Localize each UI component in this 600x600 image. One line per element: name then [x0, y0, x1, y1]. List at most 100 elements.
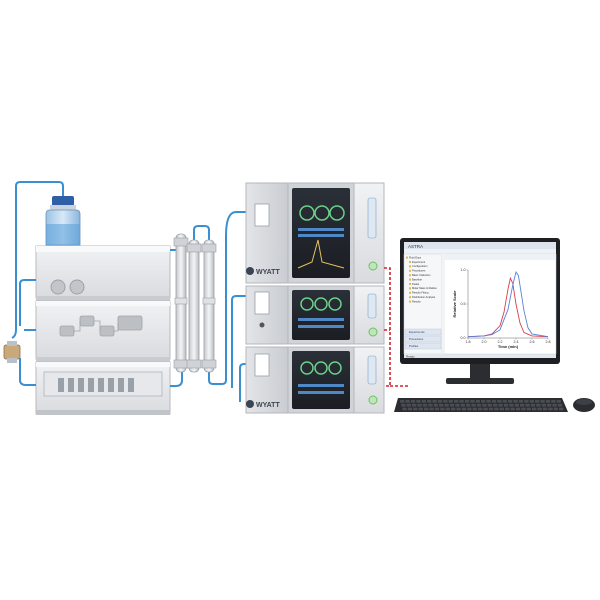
key — [422, 403, 428, 407]
tree-item[interactable]: Configuration — [412, 264, 428, 268]
key — [451, 407, 456, 411]
folder-icon — [409, 300, 411, 303]
key — [418, 407, 423, 411]
pump-head-icon — [69, 279, 85, 295]
key — [559, 407, 564, 411]
keyboard[interactable] — [394, 398, 568, 412]
tree-item[interactable]: Peaks — [412, 282, 420, 286]
power-led-icon — [368, 261, 378, 271]
brand-label: WYATT — [256, 402, 280, 409]
key — [406, 403, 411, 407]
nav-button[interactable] — [404, 335, 442, 343]
key — [405, 400, 410, 403]
flow-schematic-icon — [59, 315, 143, 337]
key — [518, 400, 524, 403]
key — [487, 403, 492, 407]
key — [488, 407, 494, 411]
key — [466, 403, 471, 407]
key — [545, 400, 551, 403]
tree-item[interactable]: Molar Mass & Radius — [412, 286, 437, 290]
detector-touchscreen[interactable] — [292, 188, 350, 278]
plot-tab-bar[interactable] — [444, 254, 556, 260]
nav-button[interactable] — [404, 342, 442, 350]
inlet-port — [254, 203, 270, 227]
mouse[interactable] — [573, 398, 595, 412]
key — [508, 400, 513, 403]
key — [429, 407, 434, 411]
key — [482, 403, 487, 407]
key — [459, 400, 464, 403]
key — [491, 400, 497, 403]
key — [467, 407, 472, 411]
injector-valve — [3, 341, 21, 363]
key — [481, 400, 486, 403]
detector-stack: WYATT — [245, 182, 385, 414]
key — [476, 403, 482, 407]
monitor-stand — [446, 378, 514, 384]
folder-icon — [409, 274, 411, 277]
key — [445, 407, 450, 411]
key — [461, 407, 467, 411]
keyboard-keys — [400, 400, 564, 411]
tree-item[interactable]: Experiment — [412, 260, 425, 264]
key — [509, 403, 514, 407]
key — [434, 407, 440, 411]
key — [532, 407, 537, 411]
fluid-tubing — [11, 181, 254, 402]
key — [402, 407, 407, 411]
detector-touchscreen[interactable] — [292, 351, 350, 409]
key — [513, 400, 518, 403]
key — [455, 403, 460, 407]
folder-icon — [409, 265, 411, 268]
key — [437, 400, 443, 403]
key — [401, 403, 406, 407]
tree-item[interactable]: Results Fitting — [412, 291, 429, 295]
key — [540, 400, 545, 403]
key — [494, 407, 499, 411]
key — [548, 407, 553, 411]
key — [493, 403, 498, 407]
solvent-bottle — [45, 196, 81, 246]
key — [440, 407, 445, 411]
column — [201, 239, 217, 373]
key — [407, 407, 413, 411]
key — [412, 403, 417, 407]
key — [454, 400, 459, 403]
nav-button[interactable] — [404, 328, 442, 336]
key — [521, 407, 526, 411]
sample-tray-icon — [58, 378, 134, 392]
key — [421, 400, 426, 403]
x-tick-label: 1.8 — [466, 340, 471, 344]
key — [483, 407, 488, 411]
key — [557, 403, 563, 407]
tree-item[interactable]: Basic Collection — [412, 273, 431, 277]
brand-label: WYATT — [256, 269, 280, 276]
key — [502, 400, 507, 403]
pump-unit — [35, 245, 171, 301]
pump-head-icon — [50, 279, 66, 295]
x-tick-label: 2.6 — [530, 340, 535, 344]
key — [417, 403, 422, 407]
column — [186, 239, 202, 373]
menu-bar[interactable] — [404, 249, 556, 254]
key — [464, 400, 470, 403]
autosampler-unit — [35, 300, 171, 362]
tree-item[interactable]: Procedures — [412, 269, 426, 273]
detector-top: WYATT — [245, 182, 385, 284]
key — [410, 400, 416, 403]
key — [537, 407, 542, 411]
status-text: Ready — [406, 354, 415, 358]
key — [424, 407, 429, 411]
data-cable — [384, 267, 410, 387]
nav-button-label: Experiments — [409, 330, 425, 334]
tree-item[interactable]: Results — [412, 299, 421, 303]
tree-item[interactable]: Fluid Exps — [409, 255, 422, 259]
tree-items: Fluid ExpsExperimentConfigurationProcedu… — [406, 255, 437, 303]
tree-item[interactable]: Baseline — [412, 277, 423, 281]
series-line — [467, 270, 549, 338]
key — [433, 403, 438, 407]
key — [416, 400, 421, 403]
key — [428, 403, 433, 407]
tree-item[interactable]: Distribution Analysis — [412, 295, 436, 299]
